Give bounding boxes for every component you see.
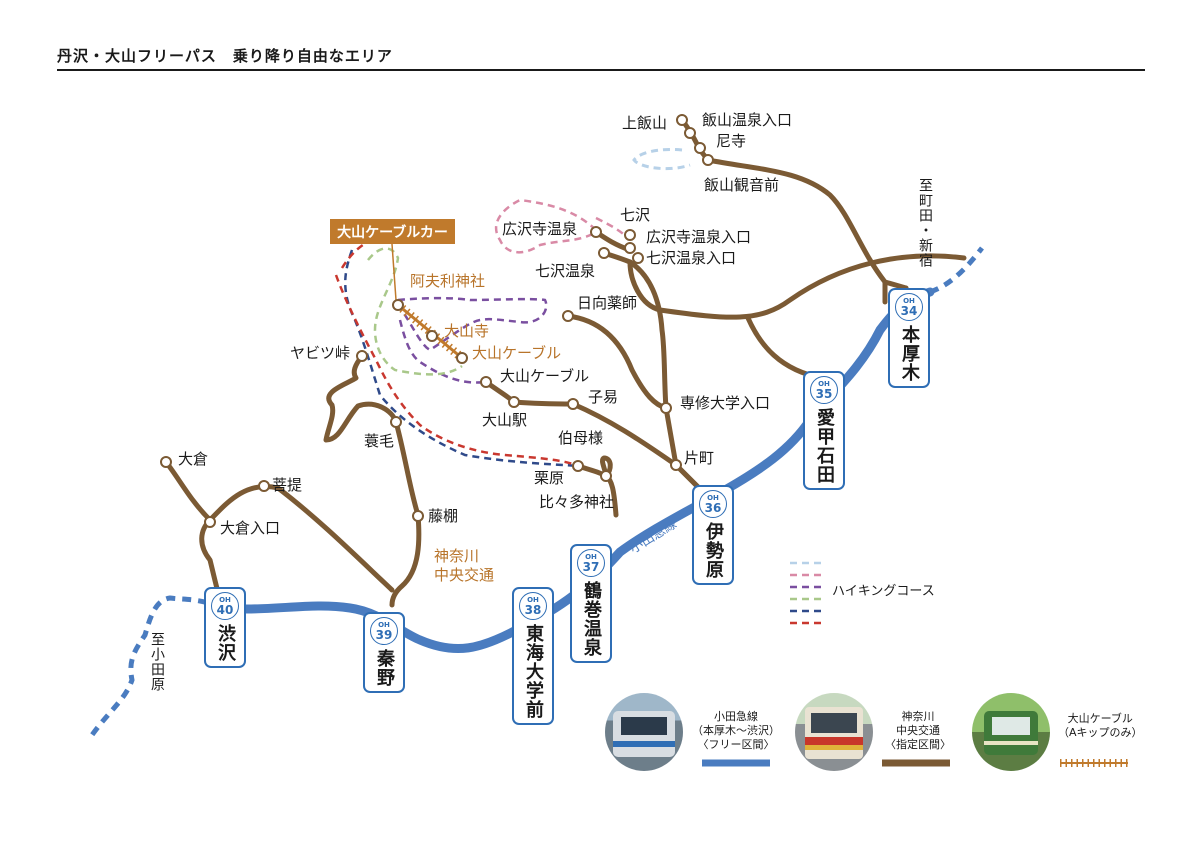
stop-label: 藤棚 bbox=[428, 507, 459, 525]
cable-car-icon bbox=[984, 711, 1038, 755]
to-odawara-label: 至小田原 bbox=[149, 632, 165, 692]
stop-label: 広沢寺温泉入口 bbox=[646, 228, 752, 246]
station-name: 本厚木 bbox=[899, 325, 920, 382]
train-icon bbox=[613, 711, 675, 757]
hiking-legend-lines bbox=[790, 561, 822, 625]
stop-label: 蓑毛 bbox=[364, 432, 395, 450]
cable-car-line bbox=[391, 243, 465, 362]
stop-label: 飯山温泉入口 bbox=[702, 111, 793, 129]
cable-car-badge: 大山ケーブルカー bbox=[330, 219, 455, 244]
stop-label: 大倉 bbox=[178, 450, 209, 468]
stop-label: ヤビツ峠 bbox=[290, 344, 351, 362]
stop-label: 専修大学入口 bbox=[680, 394, 771, 412]
legend-odakyu-text: 小田急線 （本厚木〜渋沢） 〈フリー区間〉 bbox=[692, 710, 780, 751]
stop-label: 大山寺 bbox=[444, 322, 490, 340]
stop-label: 片町 bbox=[684, 449, 715, 467]
station-name: 愛甲石田 bbox=[814, 408, 835, 484]
station-name: 鶴巻温泉 bbox=[581, 581, 602, 657]
title-divider bbox=[57, 69, 1145, 71]
stop-label: 菩提 bbox=[272, 476, 303, 494]
legend-cable-text: 大山ケーブル （Aキップのみ） bbox=[1058, 712, 1143, 739]
stop-label: 阿夫利神社 bbox=[410, 272, 486, 290]
stop-label: 大倉入口 bbox=[220, 519, 281, 537]
odakyu-train-photo bbox=[605, 693, 683, 771]
stop-label: 七沢温泉入口 bbox=[646, 249, 737, 267]
bus-stop-markers bbox=[160, 114, 714, 528]
station-name: 秦野 bbox=[374, 649, 395, 687]
station-name: 東海大学前 bbox=[523, 624, 544, 719]
oyama-cable-photo bbox=[972, 693, 1050, 771]
stop-label: 栗原 bbox=[534, 469, 565, 487]
to-machida-label: 至町田・新宿 bbox=[917, 178, 933, 268]
stop-label: 七沢温泉 bbox=[535, 262, 596, 280]
stop-label: 大山ケーブル bbox=[500, 367, 590, 385]
bus-routes bbox=[163, 117, 967, 608]
hiking-course-label: ハイキングコース bbox=[832, 584, 935, 599]
stop-label: 七沢 bbox=[620, 206, 651, 224]
station-name: 伊勢原 bbox=[703, 522, 724, 579]
stop-label: 日向薬師 bbox=[577, 294, 638, 312]
stop-label: 飯山観音前 bbox=[704, 176, 780, 194]
kanachu-label: 神奈川 中央交通 bbox=[434, 547, 495, 584]
legend-bus-text: 神奈川 中央交通 〈指定区間〉 bbox=[885, 710, 951, 751]
stop-label: 大山ケーブル bbox=[472, 344, 562, 362]
page-title: 丹沢・大山フリーパス 乗り降り自由なエリア bbox=[57, 47, 393, 65]
stop-label: 比々多神社 bbox=[539, 493, 615, 511]
kanachu-bus-photo bbox=[795, 693, 873, 771]
stop-label: 伯母様 bbox=[558, 429, 604, 447]
stop-label: 広沢寺温泉 bbox=[502, 220, 578, 238]
stop-label: 子易 bbox=[588, 388, 619, 406]
stop-label: 大山駅 bbox=[482, 411, 528, 429]
station-name: 渋沢 bbox=[215, 624, 236, 662]
stop-label: 上飯山 bbox=[622, 114, 668, 132]
bus-icon bbox=[805, 707, 863, 759]
stop-label: 尼寺 bbox=[716, 132, 747, 150]
